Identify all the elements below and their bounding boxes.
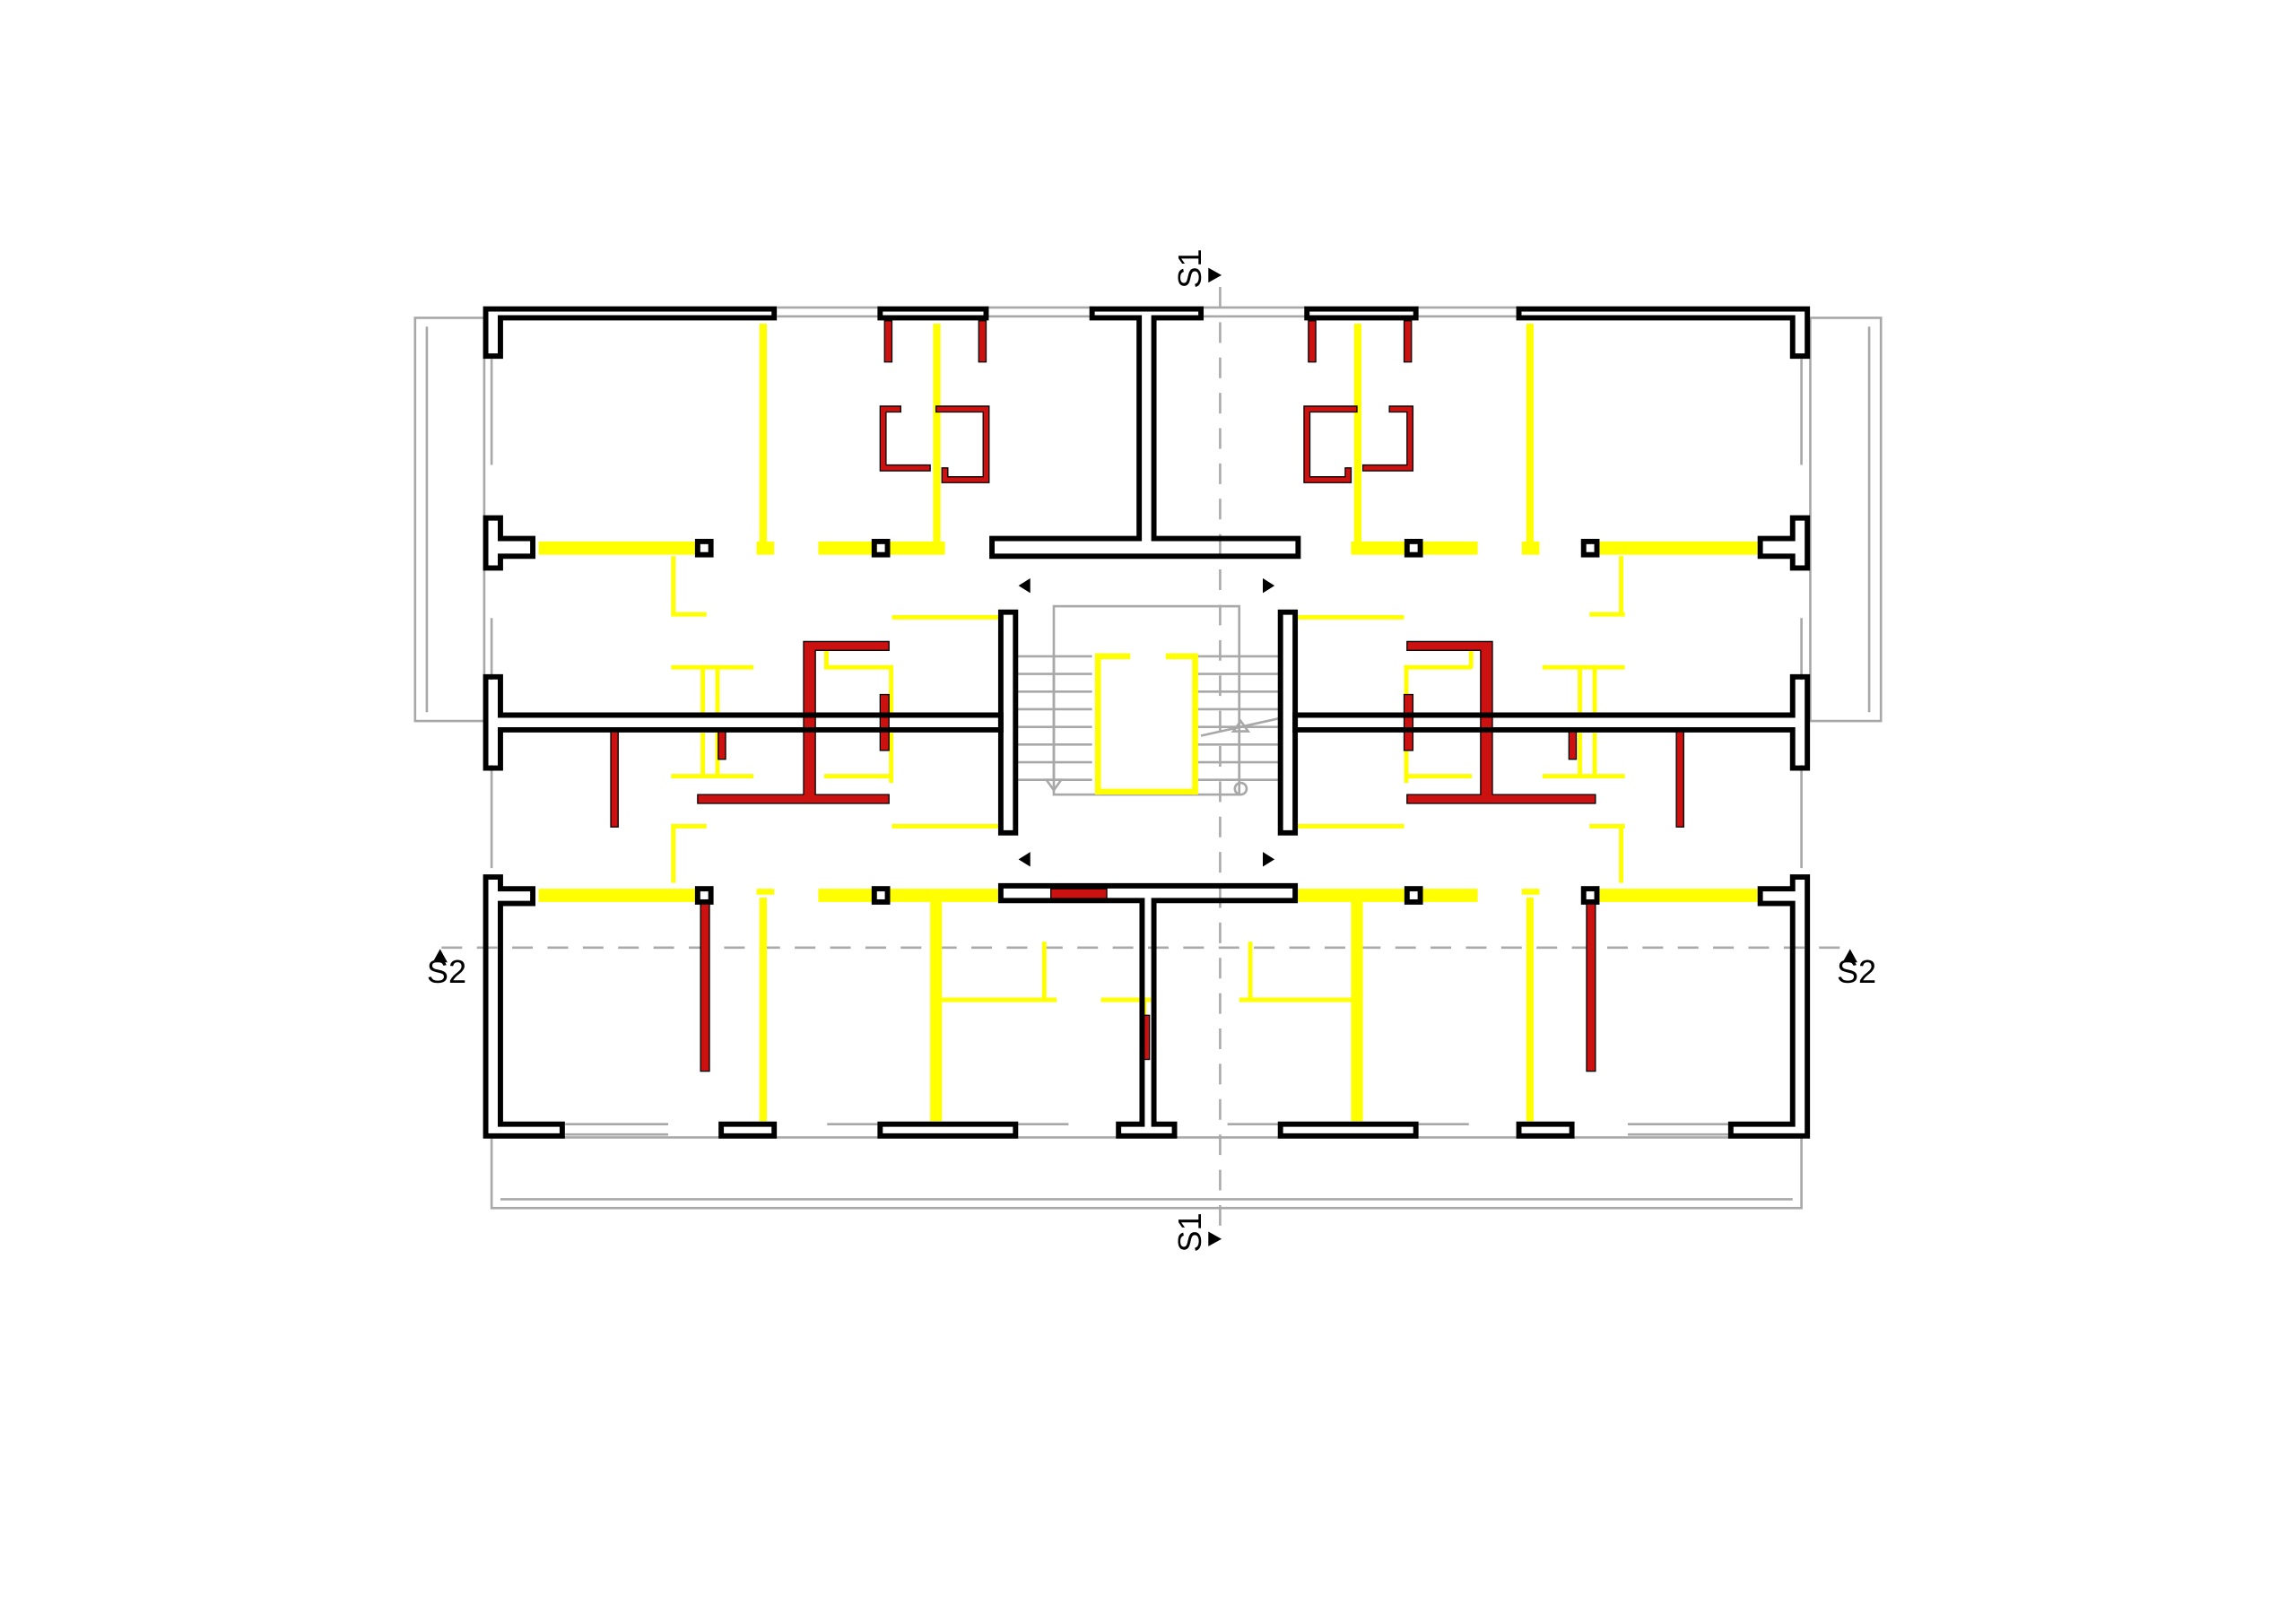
arrow-right-icon xyxy=(1262,852,1275,867)
section-arrow-icon xyxy=(1208,1231,1222,1246)
arrow-left-icon xyxy=(1018,577,1031,594)
balcony-left xyxy=(413,317,486,723)
removed-walls xyxy=(610,320,1684,1072)
arrow-left-icon xyxy=(1018,852,1031,867)
section-label: S2 xyxy=(1837,953,1876,990)
arrow-right-icon xyxy=(1262,577,1275,594)
section-marker-s1-bottom: S1 xyxy=(1171,1212,1222,1252)
balcony-bottom xyxy=(490,1136,1803,1210)
section-label: S2 xyxy=(427,953,466,990)
section-label: S1 xyxy=(1171,248,1208,288)
auxiliary-lines xyxy=(413,306,1883,1210)
section-marker-s1-top: S1 xyxy=(1171,248,1222,289)
section-arrow-icon xyxy=(1208,267,1222,283)
balcony-right xyxy=(1809,317,1883,723)
structural-walls xyxy=(483,306,1811,1139)
section-arrow-icon xyxy=(1842,949,1857,963)
section-axes xyxy=(441,286,1852,1234)
section-arrow-icon xyxy=(432,949,448,963)
stair-treads xyxy=(1015,604,1281,796)
section-marker-s2-left: S2 xyxy=(427,949,466,990)
section-label: S1 xyxy=(1171,1212,1208,1252)
new-walls xyxy=(538,324,1758,1122)
section-marker-s2-right: S2 xyxy=(1837,949,1876,990)
entrance-arrows xyxy=(1018,577,1275,867)
